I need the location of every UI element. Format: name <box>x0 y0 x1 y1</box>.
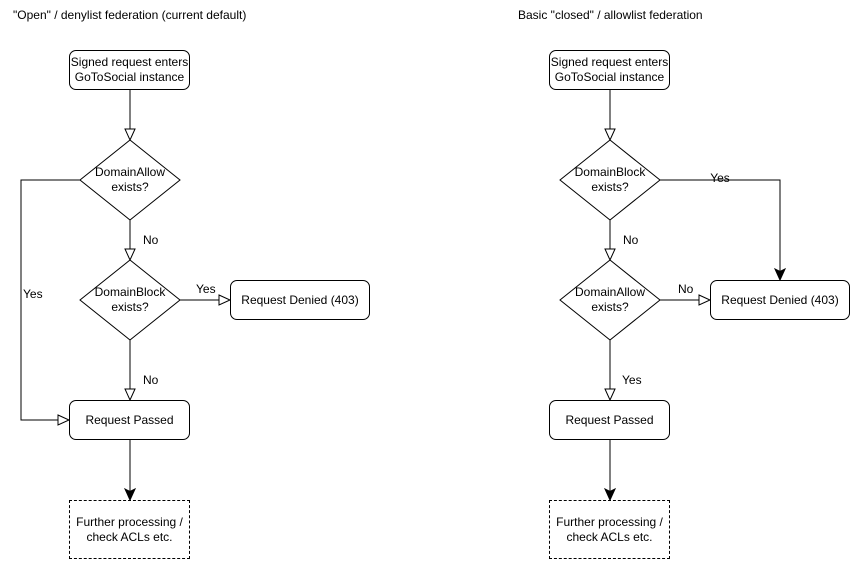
left-decision2-yes-label: Yes <box>196 282 216 296</box>
left-chart-title: "Open" / denylist federation (current de… <box>13 8 247 22</box>
right-further-processing-box: Further processing / check ACLs etc. <box>549 500 670 559</box>
decision-diamond-right-domainblock <box>559 139 661 221</box>
left-decision1-yes-label: Yes <box>23 287 43 301</box>
right-chart-title: Basic "closed" / allowlist federation <box>518 8 703 22</box>
right-decision2-label: DomainAllow exists? <box>574 285 646 314</box>
right-start-box: Signed request enters GoToSocial instanc… <box>549 50 670 90</box>
left-decision1-no-label: No <box>143 233 159 247</box>
right-decision1-yes-label: Yes <box>710 171 730 185</box>
left-decision2-label: DomainBlock exists? <box>94 285 166 314</box>
left-decision1-label: DomainAllow exists? <box>94 165 166 194</box>
right-decision1-label: DomainBlock exists? <box>574 165 646 194</box>
right-denied-box: Request Denied (403) <box>710 280 850 320</box>
left-start-box: Signed request enters GoToSocial instanc… <box>69 50 190 90</box>
right-decision1-no-label: No <box>623 233 639 247</box>
edge-right-decision1-yes-to-denied <box>660 179 780 280</box>
decision-diamond-right-domainallow <box>559 259 661 341</box>
left-decision2-no-label: No <box>143 373 159 387</box>
left-denied-box: Request Denied (403) <box>230 280 370 320</box>
left-further-processing-box: Further processing / check ACLs etc. <box>69 500 190 559</box>
right-decision2-yes-label: Yes <box>622 373 642 387</box>
right-passed-box: Request Passed <box>549 400 670 440</box>
decision-diamond-left-domainallow <box>79 139 181 221</box>
right-decision2-no-label: No <box>678 282 694 296</box>
edge-left-decision1-yes-to-passed <box>20 179 80 426</box>
decision-diamond-left-domainblock <box>79 259 181 341</box>
left-passed-box: Request Passed <box>69 400 190 440</box>
